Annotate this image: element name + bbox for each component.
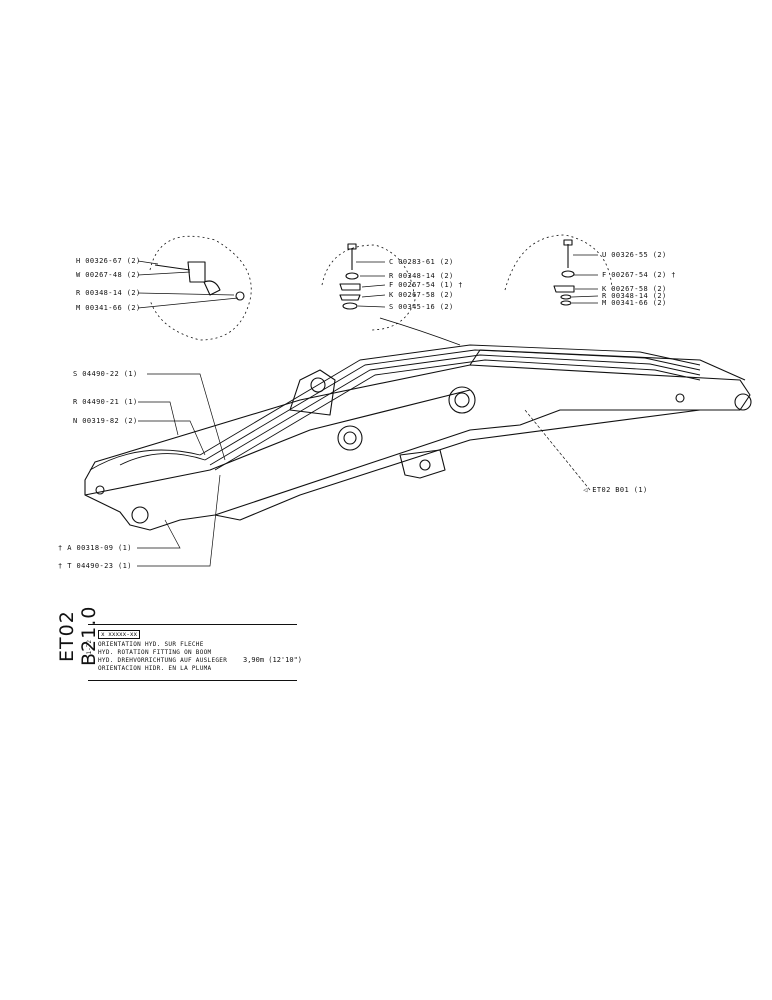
title-line-en: HYD. ROTATION FITTING ON BOOM <box>98 649 212 656</box>
pivot-boss-center <box>337 425 363 451</box>
callout-u00326: U 00326-55 (2) <box>602 251 667 259</box>
callout-c00283: C 00283-61 (2) <box>389 258 454 266</box>
callout-h00326: H 00326-67 (2) <box>76 257 141 265</box>
detail-circle-right <box>504 234 613 291</box>
callout-k00267-center: K 00267-58 (2) <box>389 291 454 299</box>
callout-r00348-center: R 00348-14 (2) <box>389 272 454 280</box>
callout-w00267: W 00267-48 (2) <box>76 271 141 279</box>
title-line-fr: ORIENTATION HYD. SUR FLECHE <box>98 641 204 648</box>
boom-body <box>84 364 751 531</box>
title-code-box: x xxxxx-xx <box>98 630 141 639</box>
detail-circle-left <box>149 235 252 341</box>
boom-foot-left <box>131 506 149 524</box>
callout-k00267-right: K 00267-58 (2) <box>602 285 667 293</box>
callout-f00267-center: F 00267-54 (1) † <box>389 281 463 289</box>
pivot-boss-rear <box>448 386 476 414</box>
callout-m00341-right: M 00341-66 (2) <box>602 299 667 307</box>
callout-r00348-right: R 00348-14 (2) <box>602 292 667 300</box>
callout-f00267-right: F 00267-54 (2) † <box>602 271 676 279</box>
lower-bracket <box>399 449 446 479</box>
sheet-code: ET02 B21.0 <box>56 605 100 667</box>
callout-r04490: R 04490-21 (1) <box>73 398 138 406</box>
callout-et02-b01: ◁ ET02 B01 (1) <box>583 486 648 494</box>
callout-s04490: S 04490-22 (1) <box>73 370 138 378</box>
callout-m00341-left: M 00341-66 (2) <box>76 304 141 312</box>
callout-s00345: S 00345-16 (2) <box>389 303 454 311</box>
title-line-es: ORIENTACION HIDR. EN LA PLUMA <box>98 665 212 672</box>
callout-r00348-left: R 00348-14 (2) <box>76 289 141 297</box>
boom-size: 3,90m (12'10") <box>243 656 303 664</box>
callout-n00319: N 00319-82 (2) <box>73 417 138 425</box>
hydraulic-pipes <box>199 344 701 456</box>
boom-tip <box>734 393 752 411</box>
title-line-de: HYD. DREHVORRICHTUNG AUF AUSLEGER <box>98 657 228 664</box>
cylinder-bracket <box>289 369 336 416</box>
sheet-code-block: ET02 B21.0 <box>56 587 100 685</box>
callout-a00318: † A 00318-09 (1) <box>58 544 132 552</box>
callout-t04490: † T 04490-23 (1) <box>58 562 132 570</box>
detail-circle-center <box>321 244 416 331</box>
title-block <box>88 624 297 681</box>
